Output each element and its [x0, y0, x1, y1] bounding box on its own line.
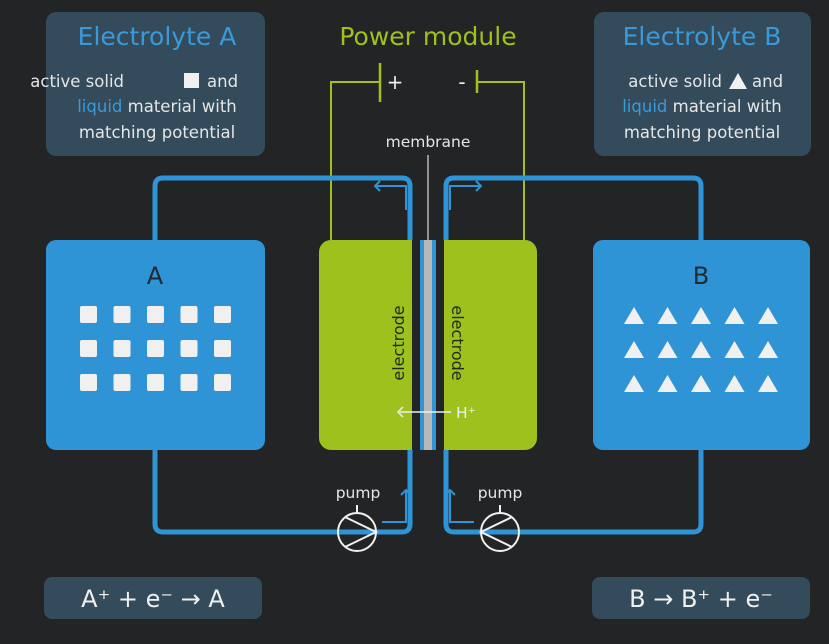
triangle-particle [724, 375, 745, 392]
electrode-right-label: electrode [448, 305, 467, 380]
square-particle [80, 340, 97, 357]
equation-left-text: A⁺ + e⁻ → A [81, 585, 225, 613]
square-grid [80, 306, 231, 391]
square-particle [180, 374, 198, 391]
square-particle [113, 374, 131, 391]
ion-label: H⁺ [456, 404, 476, 422]
triangle-particle [657, 375, 678, 392]
equation-right: B → B⁺ + e⁻ [592, 577, 810, 619]
pump-right-label: pump [478, 484, 523, 502]
electrolyte-b-line3: matching potential [624, 123, 780, 142]
electrolyte-b-panel: Electrolyte B active solid and liquid ma… [594, 12, 811, 156]
square-particle [214, 306, 231, 323]
square-particle [147, 340, 164, 357]
square-particle [180, 340, 198, 357]
electrolyte-a-panel: Electrolyte A active solid and liquid ma… [30, 12, 265, 156]
triangle-particle [758, 341, 778, 358]
square-particle [147, 306, 164, 323]
plus-terminal: + [387, 70, 404, 94]
triangle-icon [729, 73, 747, 89]
triangle-particle [724, 307, 745, 324]
square-particle [113, 306, 131, 323]
triangle-particle [691, 341, 711, 358]
tank-b: B [593, 240, 810, 450]
triangle-particle [624, 375, 644, 392]
triangle-grid [624, 307, 778, 392]
triangle-particle [657, 307, 678, 324]
square-particle [147, 374, 164, 391]
membrane [424, 240, 432, 450]
electrolyte-b-line1-end: and [752, 72, 783, 91]
power-module-wires [330, 63, 525, 240]
electrolyte-a-line1: active solid [30, 72, 124, 91]
tank-b-label: B [693, 262, 709, 290]
minus-terminal: - [458, 70, 465, 94]
electrolyte-b-line2: liquid material with [622, 97, 782, 116]
square-particle [80, 374, 97, 391]
power-module-title: Power module [339, 22, 516, 51]
triangle-particle [691, 375, 711, 392]
square-icon [184, 73, 199, 88]
pump-left: pump [336, 484, 381, 552]
cell: membrane electrode electrode H⁺ [319, 133, 537, 450]
triangle-particle [724, 341, 745, 358]
triangle-particle [624, 341, 644, 358]
tank-a-label: A [147, 262, 164, 290]
square-particle [80, 306, 97, 323]
electrolyte-a-line2: liquid material with [77, 97, 237, 116]
triangle-particle [657, 341, 678, 358]
equation-right-text: B → B⁺ + e⁻ [629, 585, 773, 613]
pump-right: pump [478, 484, 523, 552]
tank-a: A [46, 240, 265, 450]
membrane-label: membrane [386, 133, 471, 151]
electrolyte-b-title: Electrolyte B [623, 22, 782, 51]
triangle-particle [758, 307, 778, 324]
flow-arrows [373, 180, 483, 523]
square-particle [214, 340, 231, 357]
electrolyte-a-title: Electrolyte A [78, 22, 237, 51]
electrolyte-a-line1-end: and [207, 72, 238, 91]
electrolyte-b-line1: active solid [628, 72, 722, 91]
triangle-particle [691, 307, 711, 324]
electrode-left-label: electrode [389, 305, 408, 380]
square-particle [180, 306, 198, 323]
electrolyte-a-line3: matching potential [79, 123, 235, 142]
triangle-particle [624, 307, 644, 324]
pipes [152, 175, 704, 535]
equation-left: A⁺ + e⁻ → A [44, 577, 262, 619]
pump-left-label: pump [336, 484, 381, 502]
square-particle [214, 374, 231, 391]
square-particle [113, 340, 131, 357]
triangle-particle [758, 375, 778, 392]
